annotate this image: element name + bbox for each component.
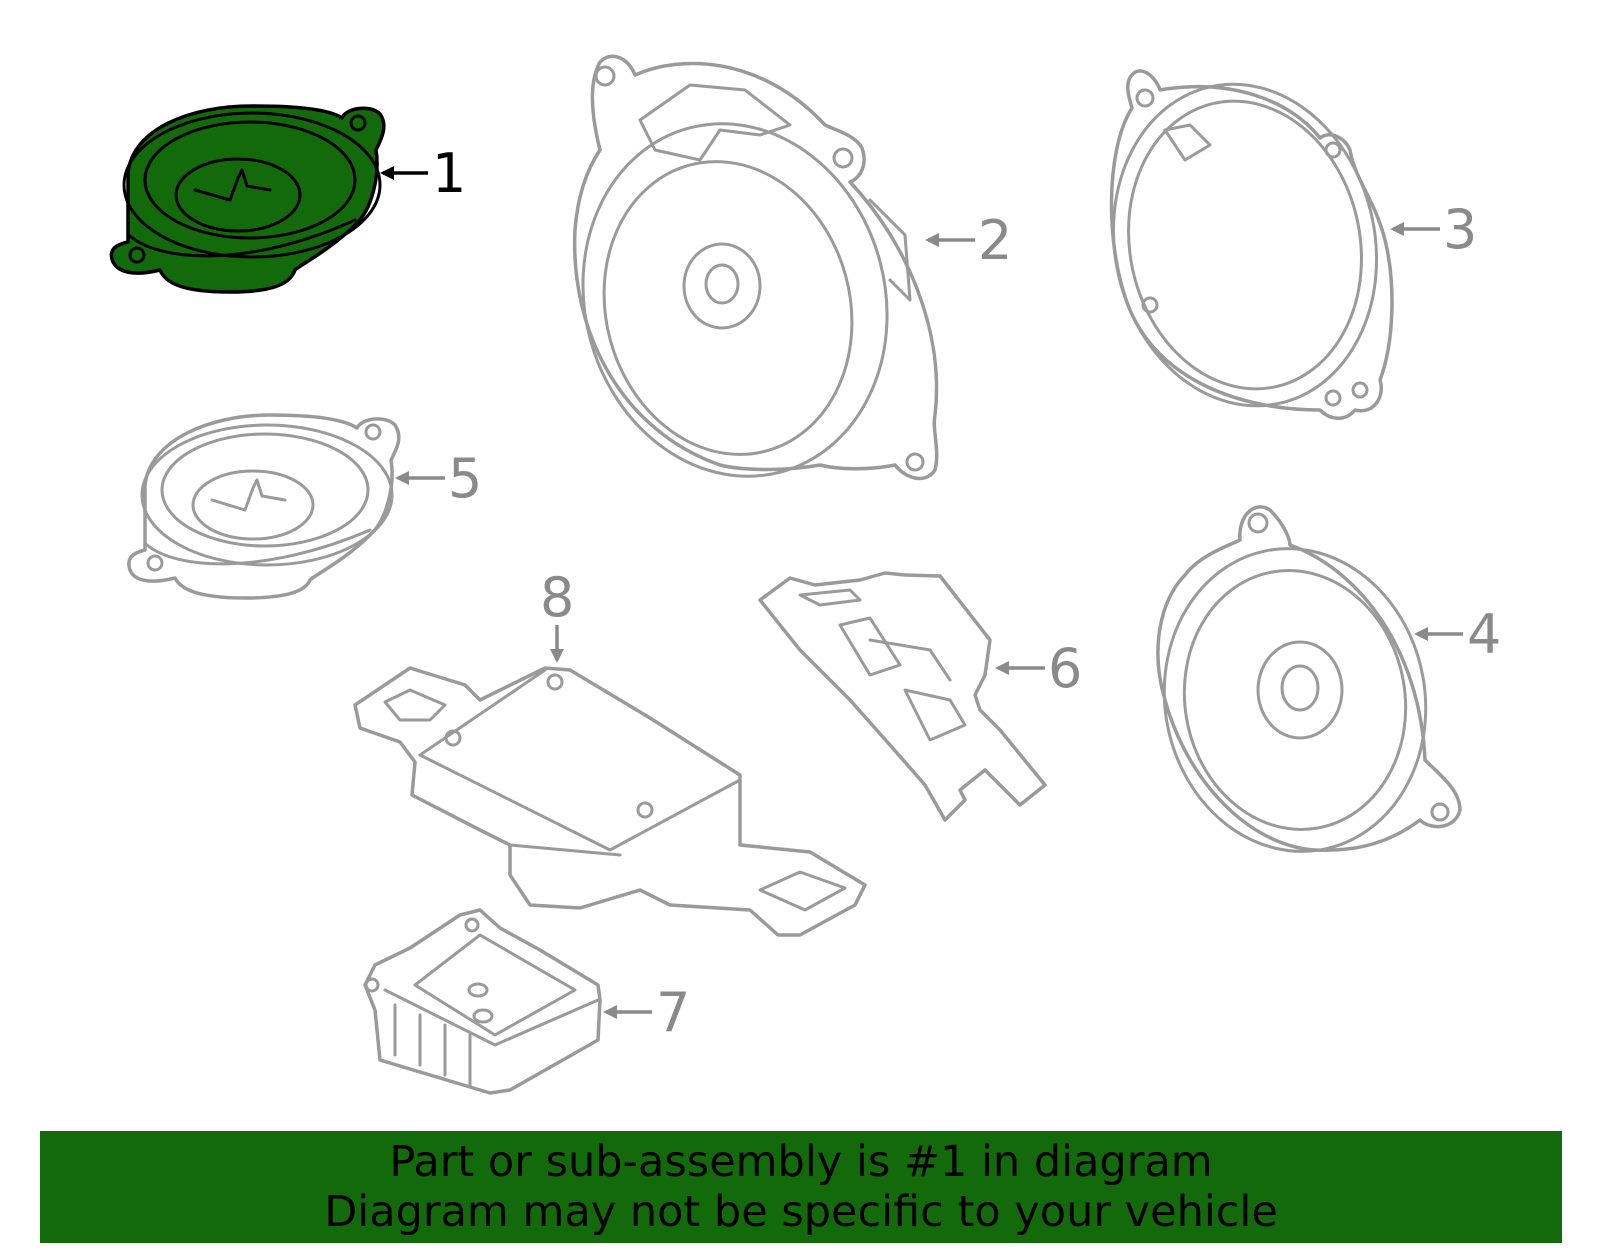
part-6-bracket[interactable] <box>758 571 1047 822</box>
part-5-tweeter-speaker[interactable] <box>127 413 401 600</box>
callout-4: 4 <box>1414 603 1501 666</box>
callout-7: 7 <box>603 981 690 1044</box>
callout-label-7: 7 <box>656 981 690 1044</box>
callout-label-6: 6 <box>1048 637 1082 700</box>
callout-label-2: 2 <box>978 209 1012 272</box>
callout-label-1: 1 <box>432 142 466 205</box>
info-banner: Part or sub-assembly is #1 in diagram Di… <box>40 1131 1562 1243</box>
part-8-amplifier[interactable] <box>353 666 867 937</box>
callout-label-4: 4 <box>1467 603 1501 666</box>
banner-line-disclaimer: Diagram may not be specific to your vehi… <box>324 1187 1278 1237</box>
callout-8: 8 <box>540 566 574 663</box>
part-7-control-unit[interactable] <box>363 908 602 1095</box>
part-4-rear-speaker[interactable] <box>1141 505 1462 872</box>
callout-label-3: 3 <box>1443 198 1477 261</box>
callout-3: 3 <box>1390 198 1477 261</box>
callout-6: 6 <box>995 637 1082 700</box>
banner-line-highlighted-part: Part or sub-assembly is #1 in diagram <box>389 1137 1213 1187</box>
callout-label-8: 8 <box>540 566 574 629</box>
part-1-tweeter-speaker[interactable] <box>109 104 386 294</box>
callout-label-5: 5 <box>448 447 482 510</box>
callout-5: 5 <box>395 447 482 510</box>
part-3-speaker-ring[interactable] <box>1084 60 1406 431</box>
part-2-door-speaker[interactable] <box>544 54 939 510</box>
callout-1: 1 <box>380 142 466 205</box>
callout-2: 2 <box>925 209 1012 272</box>
